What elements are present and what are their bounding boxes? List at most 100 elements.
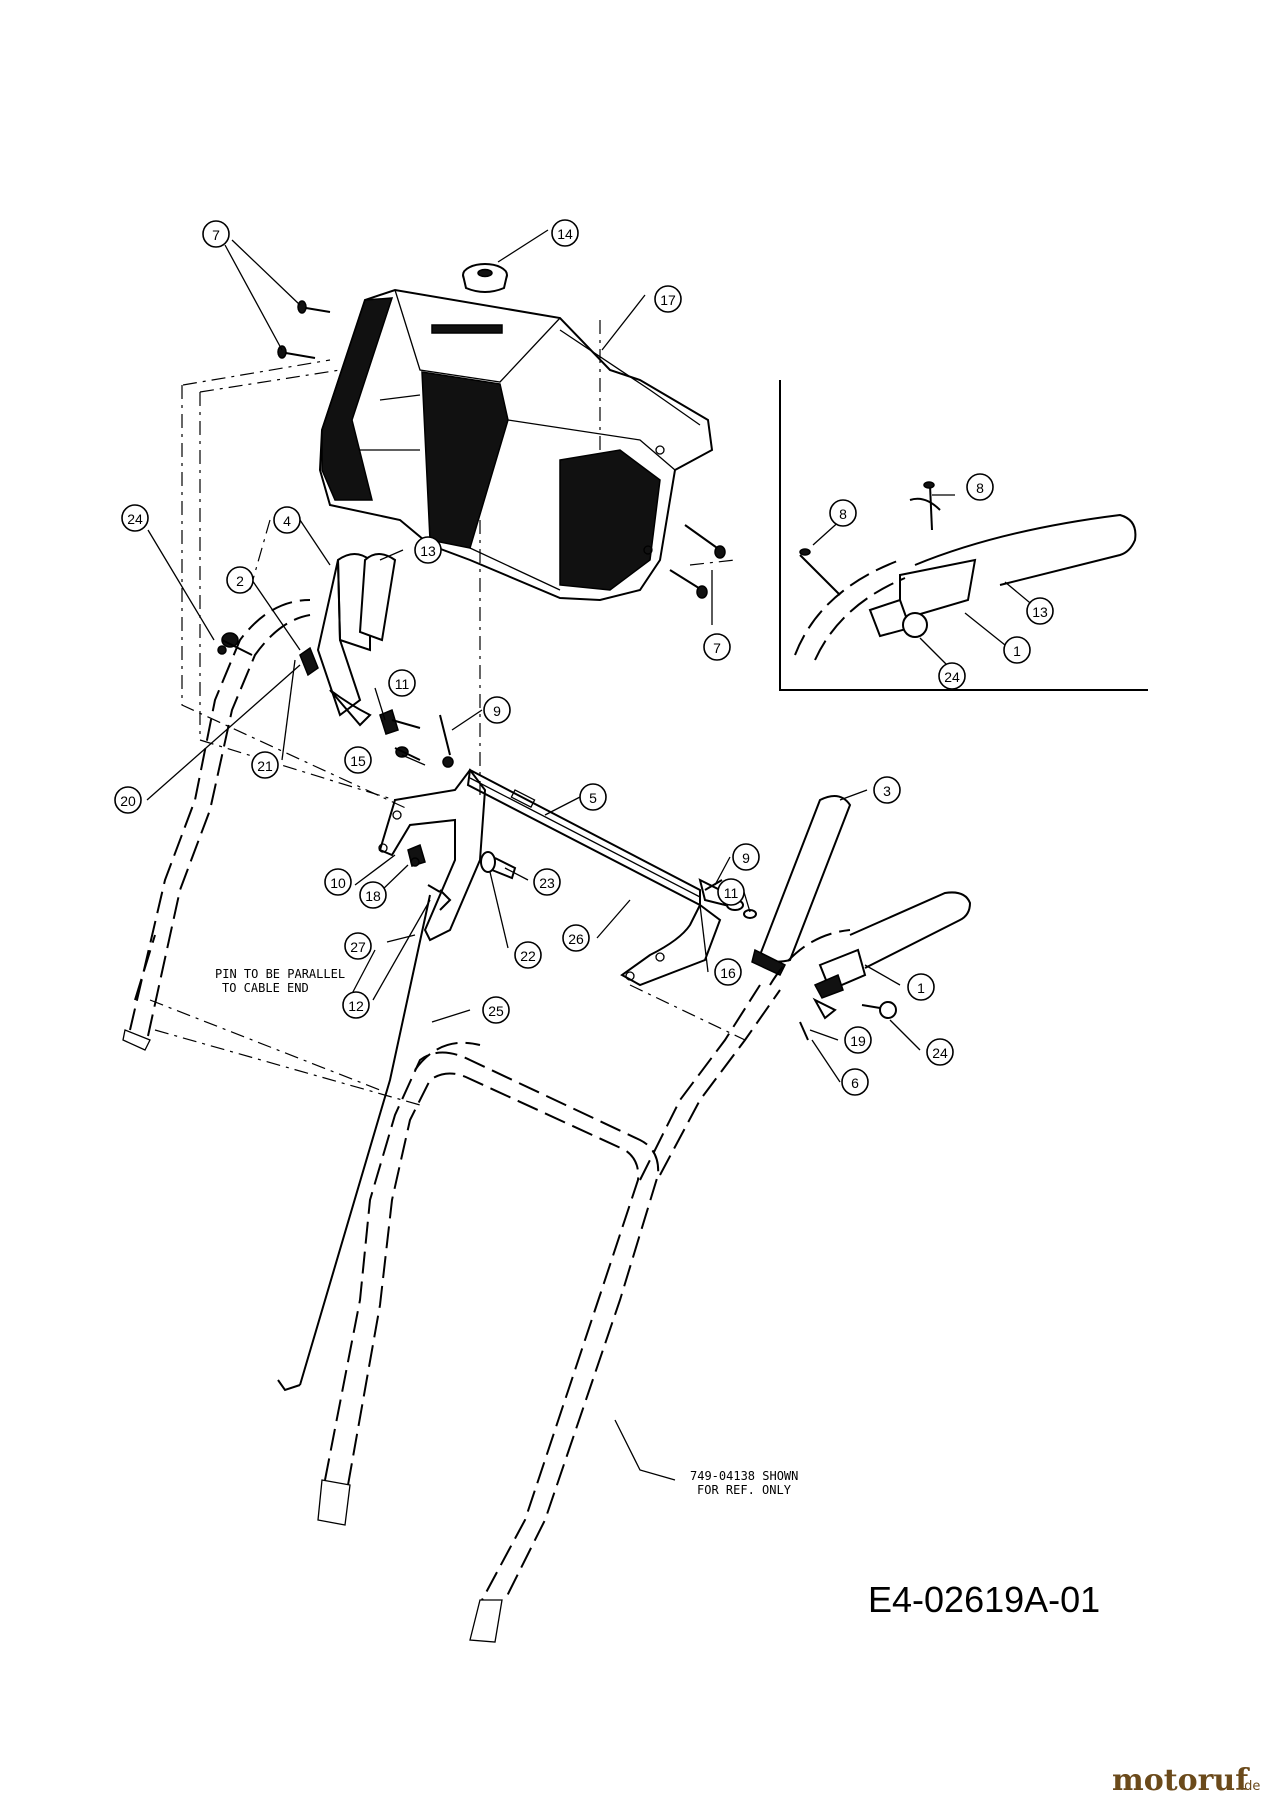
callout-circle <box>551 219 579 247</box>
callout-circle <box>966 473 994 501</box>
leader-lines <box>146 229 921 1481</box>
callout-circle <box>483 696 511 724</box>
upper-handle-left <box>122 599 311 1051</box>
callout-circle <box>1003 636 1031 664</box>
callout-12: 12 <box>342 991 370 1019</box>
callout-label: 22 <box>520 948 536 964</box>
callout-15: 15 <box>344 746 372 774</box>
callout-circle <box>514 941 542 969</box>
washer-bolt <box>480 851 517 880</box>
callout-label: 8 <box>839 506 847 522</box>
alignment-lines <box>149 320 746 1106</box>
callout-circle <box>829 499 857 527</box>
callout-circle <box>226 566 254 594</box>
callout-8: 8 <box>829 499 857 527</box>
right-bracket <box>620 879 723 987</box>
lower-handle <box>317 984 781 1643</box>
drawing-code: E4-02619A-01 <box>868 1579 1100 1620</box>
logo-suffix: .de <box>1240 1779 1260 1794</box>
callout-7: 7 <box>703 633 731 661</box>
callout-6: 6 <box>841 1068 869 1096</box>
ref-note-line1: 749-04138 SHOWN <box>690 1469 798 1483</box>
knob <box>462 263 508 293</box>
callout-26: 26 <box>562 924 590 952</box>
callout-label: 9 <box>742 850 750 866</box>
motoruf-logo: motoruf .de <box>1112 1763 1260 1798</box>
callout-label: 27 <box>350 939 366 955</box>
callout-label: 24 <box>944 669 960 685</box>
callout-label: 24 <box>932 1045 948 1061</box>
callout-circle <box>324 868 352 896</box>
callout-circle <box>344 932 372 960</box>
left-lever-assembly <box>217 553 397 727</box>
screw-upper-left <box>277 300 331 359</box>
callout-4: 4 <box>273 506 301 534</box>
callout-label: 18 <box>365 888 381 904</box>
callout-circle <box>579 783 607 811</box>
callout-22: 22 <box>514 941 542 969</box>
callout-circle <box>562 924 590 952</box>
callout-circle <box>359 881 387 909</box>
callout-label: 16 <box>720 965 736 981</box>
callout-circle <box>732 843 760 871</box>
callout-label: 9 <box>493 703 501 719</box>
callout-5: 5 <box>579 783 607 811</box>
callout-label: 19 <box>850 1033 866 1049</box>
callout-1: 1 <box>907 973 935 1001</box>
callout-circle <box>926 1038 954 1066</box>
callout-27: 27 <box>344 932 372 960</box>
callout-circle <box>873 776 901 804</box>
callout-25: 25 <box>482 996 510 1024</box>
callout-13: 13 <box>414 536 442 564</box>
callout-9: 9 <box>732 843 760 871</box>
callout-label: 2 <box>236 573 244 589</box>
pin-note-line2: TO CABLE END <box>222 981 309 995</box>
callout-label: 4 <box>283 513 291 529</box>
callout-label: 13 <box>1032 604 1048 620</box>
callout-circle <box>482 996 510 1024</box>
callout-circle <box>841 1068 869 1096</box>
callout-label: 26 <box>568 931 584 947</box>
callout-label: 15 <box>350 753 366 769</box>
callout-11: 11 <box>388 669 416 697</box>
inset-detail <box>779 380 1148 691</box>
ref-note-line2: FOR REF. ONLY <box>697 1483 792 1497</box>
callout-label: 21 <box>257 758 273 774</box>
callout-10: 10 <box>324 868 352 896</box>
callout-label: 11 <box>724 885 739 901</box>
callout-circle <box>414 536 442 564</box>
callout-label: 13 <box>420 543 436 559</box>
callout-20: 20 <box>114 786 142 814</box>
right-handle-top <box>769 891 972 1041</box>
callout-circle <box>533 868 561 896</box>
callout-label: 1 <box>917 980 925 996</box>
callout-3: 3 <box>873 776 901 804</box>
callout-24: 24 <box>926 1038 954 1066</box>
callout-label: 8 <box>976 480 984 496</box>
callout-label: 14 <box>557 226 573 242</box>
control-cable <box>277 884 452 1392</box>
callout-7: 7 <box>202 220 230 248</box>
callout-circle <box>344 746 372 774</box>
callout-circle <box>907 973 935 1001</box>
callout-label: 11 <box>395 676 410 692</box>
callout-label: 25 <box>488 1003 504 1019</box>
left-small-parts <box>379 708 454 768</box>
callout-label: 20 <box>120 793 136 809</box>
callout-circle <box>1026 597 1054 625</box>
callout-label: 7 <box>212 227 220 243</box>
callout-19: 19 <box>844 1026 872 1054</box>
callout-circle <box>388 669 416 697</box>
pin-note-line1: PIN TO BE PARALLEL <box>215 967 345 981</box>
callout-18: 18 <box>359 881 387 909</box>
callout-21: 21 <box>251 751 279 779</box>
callout-circle <box>251 751 279 779</box>
callout-2: 2 <box>226 566 254 594</box>
callout-circle <box>121 504 149 532</box>
callout-circle <box>703 633 731 661</box>
callout-11: 11 <box>717 878 745 906</box>
callout-8: 8 <box>966 473 994 501</box>
logo-text: motoruf <box>1112 1763 1250 1798</box>
callout-label: 17 <box>660 292 676 308</box>
